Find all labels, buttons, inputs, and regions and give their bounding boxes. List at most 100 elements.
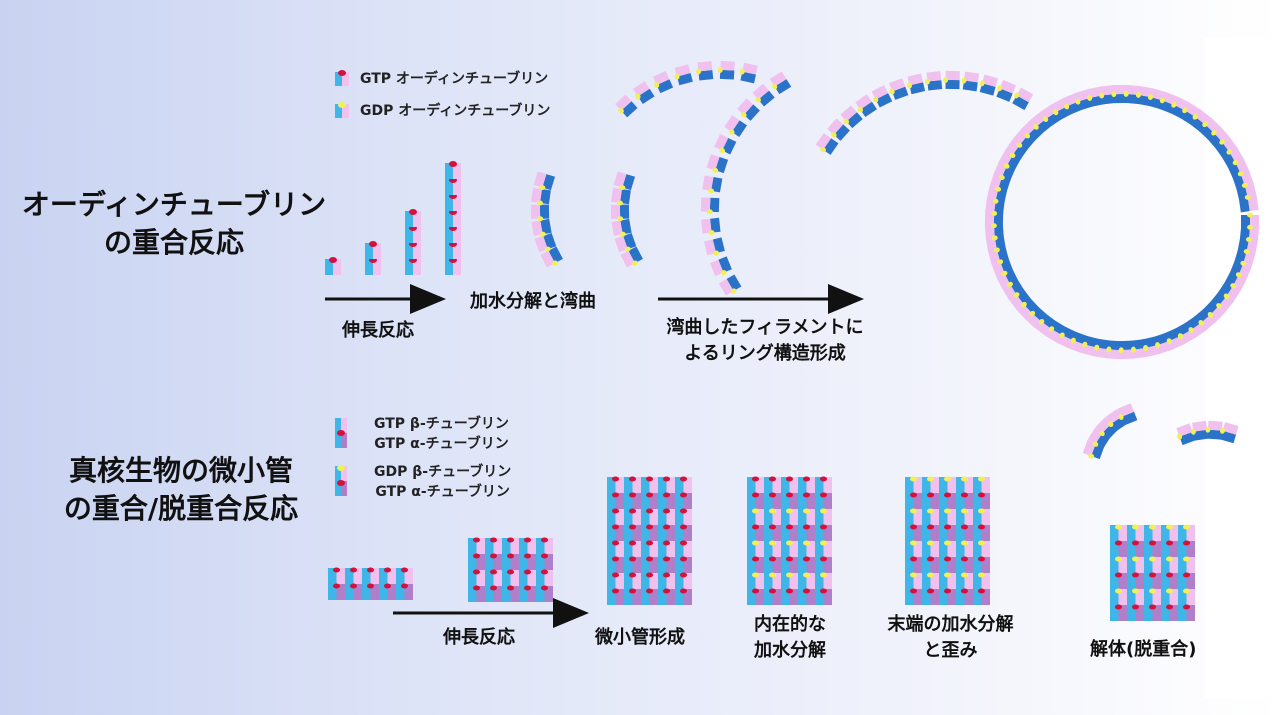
alpha-tubulin [913,557,922,573]
odin-arc-segment [613,171,636,191]
gdp-marker [979,80,985,87]
odin-arc-segment [737,98,760,121]
odin-arc-segment [752,83,775,107]
tubulin-left [607,509,616,541]
odin-inner-half [697,61,713,72]
gtp-cap [409,209,417,215]
gdp-marker [695,68,701,75]
odin-inner-half [701,218,712,234]
ring-subunit [1111,84,1128,104]
gdp-marker [1094,344,1100,351]
nucleotide-marker [752,508,759,514]
alpha-gtp-marker [663,556,670,562]
odin-arc-segment [871,85,893,108]
beta-tubulin [947,477,956,493]
nucleotide-marker [944,508,951,514]
mt-hydrolysis [764,476,781,509]
beta-tubulin [823,541,832,557]
alpha-tubulin [1118,605,1127,621]
alpha-gtp-marker [646,556,653,562]
alpha-gtp-marker [978,492,985,498]
odin-arc-segment [1012,87,1034,111]
odin-inner-half [1240,170,1254,187]
tubulin-left [607,541,616,573]
tubulin-left [781,573,790,605]
odin-arc-segment [709,256,732,277]
alpha-gtp-marker [910,492,917,498]
gdp-marker [1190,428,1196,435]
beta-tubulin [913,541,922,557]
beta-tubulin [947,541,956,557]
alpha-tubulin [1135,605,1144,621]
odin-arc-segment [695,61,714,81]
odin-outer-half [833,124,850,141]
nucleotide-marker [629,508,636,514]
nucleotide-marker [927,476,934,482]
beta-tubulin [527,538,536,554]
mt-hydrolysis [815,572,832,605]
beta-tubulin [1169,525,1178,541]
gdp-marker [1148,94,1154,100]
odin-inner-half [1247,196,1259,212]
tubulin-left [747,477,756,509]
mt-formed [675,540,692,573]
nucleotide-marker [944,540,951,546]
mt-disassembly [1161,524,1178,557]
tubulin-left [485,538,494,570]
beta-tubulin [632,541,641,557]
tubulin-left [798,573,807,605]
beta-tubulin [544,538,553,554]
gdp-marker [1038,319,1045,325]
nucleotide-marker [769,508,776,514]
nucleotide-marker [680,476,687,482]
odin-inner-half [840,105,857,122]
odin-inner-half [1051,97,1069,113]
nucleotide-marker [786,476,793,482]
alpha-gtp-marker [1115,540,1122,546]
gdp-marker [1001,270,1008,276]
tubulin-left [1127,525,1136,557]
legend-gdp-beta-alpha-icon [335,465,347,496]
odin-arc-segment [700,197,720,215]
gdp-marker [674,73,680,80]
nucleotide-marker [961,476,968,482]
tubulin-left [641,477,650,509]
odin-outer-half [726,274,742,292]
alpha-gtp-marker [944,588,951,594]
beta-tubulin [930,509,939,525]
alpha-gtp-marker [1183,540,1190,546]
beta-tubulin [1152,525,1161,541]
odin-arc-segment [855,94,877,118]
alpha-tubulin [789,525,798,541]
gdp-marker [624,246,631,252]
mt-hydrolysis [798,540,815,573]
odin-inner-half [1222,422,1239,435]
odin-inner-half [714,134,729,151]
odin-subunit [453,227,461,243]
alpha-gtp-marker [978,524,985,530]
mt-growing [485,569,502,602]
gdp-marker [1009,152,1016,158]
gdp-marker [995,186,1002,192]
alpha-gtp-marker [752,588,759,594]
tubulin-left [956,509,965,541]
alpha-gtp-marker [1132,604,1139,610]
beta-tubulin [981,509,990,525]
mt-disassembly [1161,588,1178,621]
alpha-tubulin [404,584,413,600]
mt-hydrolysis [798,508,815,541]
gdp-marker [820,147,826,153]
odin-inner-half [1045,328,1063,344]
alpha-gtp-marker [401,583,408,589]
odin-arc-segment [996,79,1017,102]
alpha-tubulin [632,557,641,573]
odin-inner-half [742,62,758,75]
gdp-marker [1042,116,1049,122]
beta-tubulin [772,477,781,493]
mt-strained [905,572,922,605]
tubulin-left [658,541,667,573]
odin-inner-half [769,71,787,87]
gdp-marker [1118,347,1124,354]
odin-outer-half [656,79,674,94]
odin-arc-segment [614,233,637,253]
